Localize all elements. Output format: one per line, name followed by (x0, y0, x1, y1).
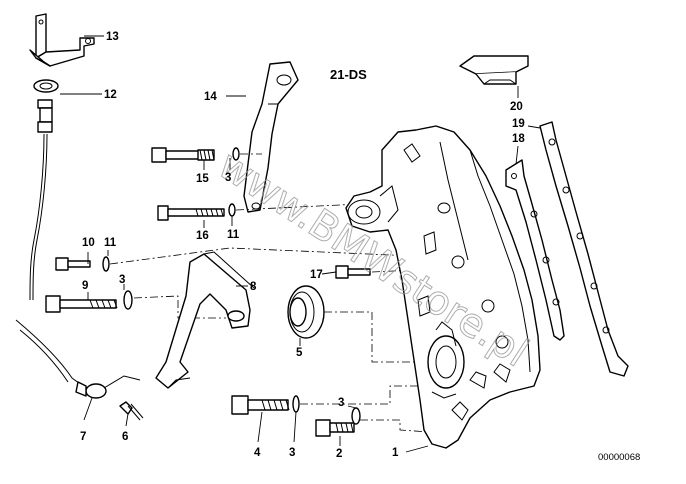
timing-cover-part-1 (345, 125, 541, 449)
bracket-part-14 (243, 61, 299, 213)
callout-4: 4 (254, 447, 261, 459)
sensor-part-7 (15, 319, 141, 399)
reference-number: 00000068 (598, 452, 640, 463)
callout-3: 3 (289, 447, 295, 459)
bolt-part-2 (315, 407, 431, 437)
callout-2: 2 (336, 448, 342, 460)
callout-12: 12 (104, 89, 117, 101)
callout-7: 7 (80, 431, 86, 443)
callout-10: 10 (82, 237, 95, 249)
callout-13: 13 (106, 31, 119, 43)
callout-1: 1 (392, 447, 399, 459)
callout-11: 11 (104, 237, 117, 249)
clip-part-20 (459, 55, 529, 85)
diagram-title: 21-DS (330, 67, 367, 82)
callout-18: 18 (512, 133, 525, 145)
bolt-part-10 (55, 247, 461, 272)
bolt-part-16 (157, 203, 361, 221)
bracket-part-8 (155, 251, 255, 389)
leader-lines (60, 35, 541, 453)
bracket-part-13 (29, 13, 95, 67)
bolt-part-15 (151, 147, 262, 163)
bolt-part-4 (231, 385, 430, 415)
sensor-part-12 (29, 79, 59, 301)
bolt-part-6 (119, 401, 144, 421)
callout-11: 11 (227, 229, 240, 241)
gasket-part-18 (505, 159, 565, 341)
callout-labels: 1 2 3 3 3 3 4 5 6 7 8 9 10 11 11 12 13 1… (80, 31, 525, 460)
callout-20: 20 (510, 101, 523, 113)
callout-3: 3 (119, 274, 125, 286)
callout-3: 3 (338, 397, 344, 409)
gasket-part-19 (539, 121, 629, 377)
callout-6: 6 (122, 431, 128, 443)
callout-15: 15 (196, 173, 209, 185)
callout-14: 14 (204, 91, 217, 103)
callout-17: 17 (310, 269, 323, 281)
callout-5: 5 (296, 347, 303, 359)
callout-9: 9 (82, 280, 88, 292)
callout-8: 8 (250, 281, 257, 293)
callout-19: 19 (512, 118, 525, 130)
callout-16: 16 (196, 230, 209, 242)
callout-3: 3 (225, 172, 231, 184)
seal-part-5 (287, 285, 440, 363)
